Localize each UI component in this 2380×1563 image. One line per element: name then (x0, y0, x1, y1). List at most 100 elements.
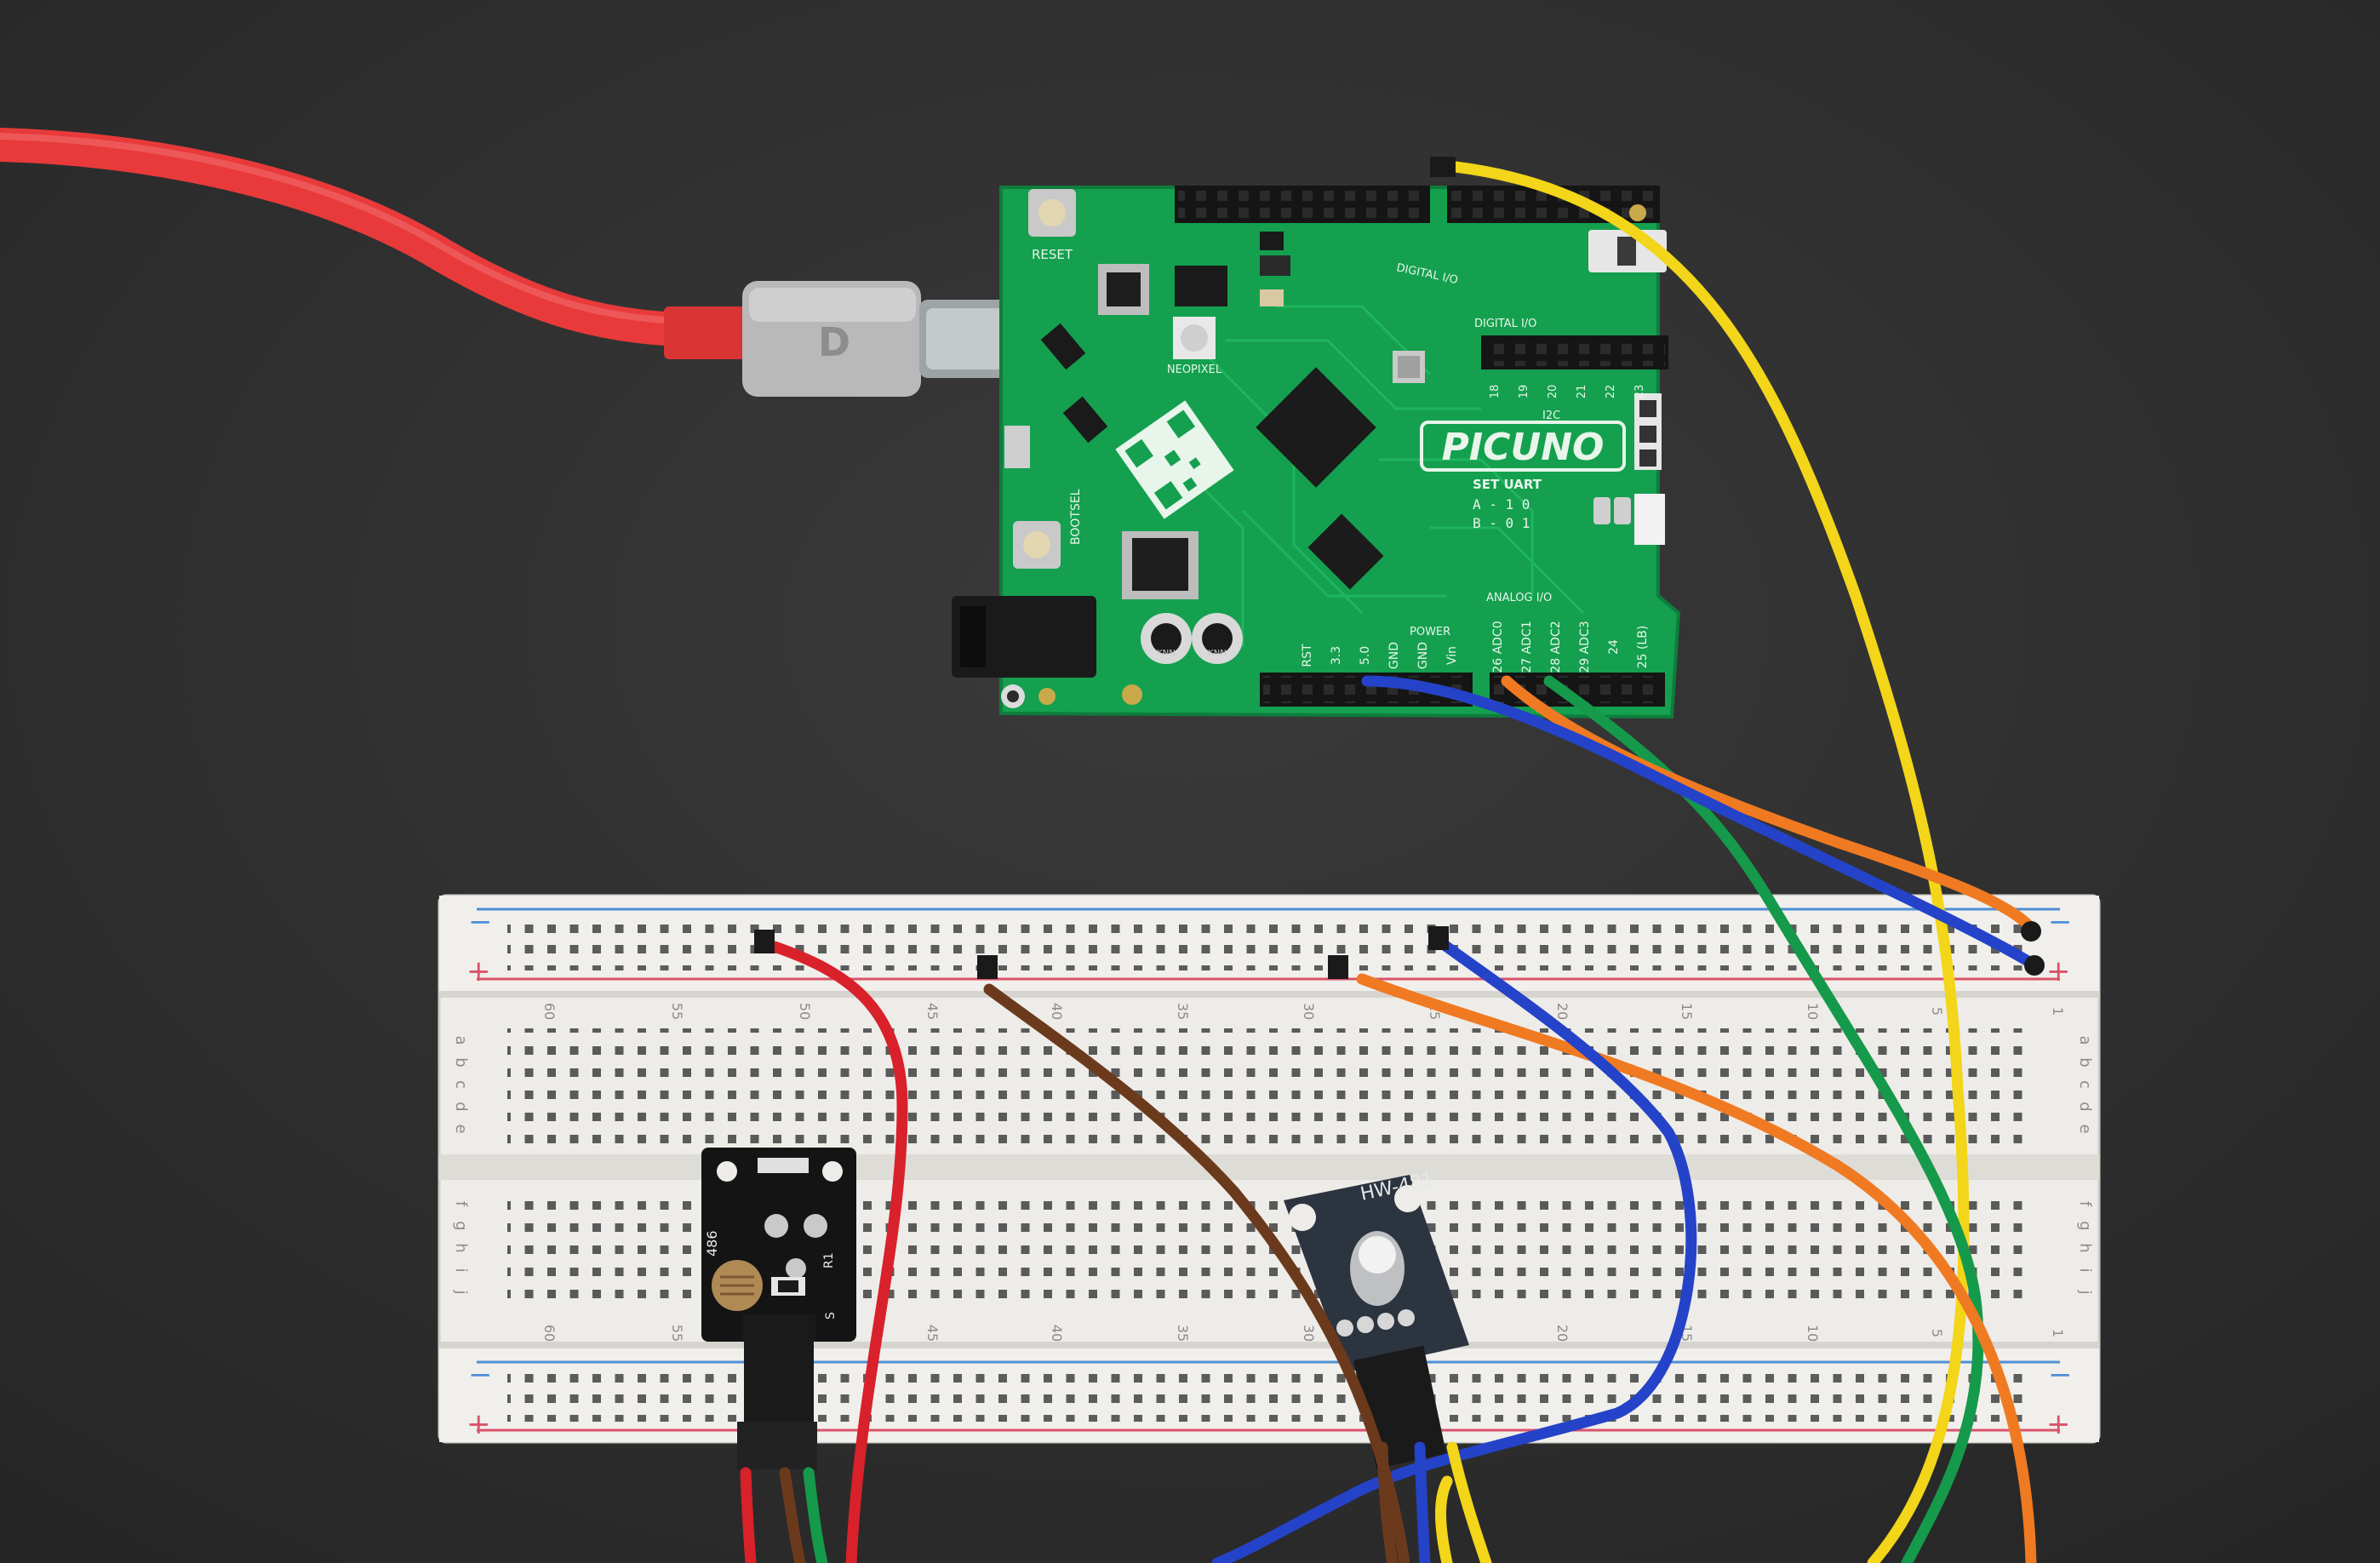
wire-yellow (1450, 161, 1970, 1563)
row-letter: b (452, 1057, 470, 1067)
digital-pin-label: 22 (1605, 385, 1617, 399)
row-letter: e (2076, 1124, 2094, 1133)
wire-red (769, 941, 908, 1563)
analog-io-label: ANALOG I/O (1486, 592, 1552, 604)
column-number: 1 (2050, 1007, 2066, 1016)
adc-pin-label: 27 ADC1 (1520, 621, 1534, 673)
jumper-wires (740, 157, 2045, 1563)
brand-label: PICUNO (1442, 426, 1605, 469)
power-pin-label: GND (1387, 642, 1401, 669)
column-number: 50 (797, 1003, 813, 1020)
power-pin-label: GND (1416, 642, 1430, 669)
row-letter: g (452, 1221, 470, 1230)
power-label: POWER (1410, 626, 1450, 638)
row-letter: f (2076, 1201, 2094, 1207)
column-number: 5 (1929, 1007, 1945, 1016)
svg-text:KNN: KNN (1208, 649, 1227, 658)
svg-text:−: − (468, 1358, 493, 1392)
column-number: 30 (1301, 1003, 1317, 1020)
digital-pin-labels: 18 19 20 21 22 23 (1489, 385, 1646, 399)
digital-pin-label: 19 (1518, 385, 1530, 399)
bootsel-label: BOOTSEL (1069, 489, 1083, 545)
row-letter: d (452, 1102, 470, 1111)
column-number: 40 (1049, 1003, 1065, 1020)
reset-label: RESET (1032, 247, 1073, 262)
column-number: 45 (924, 1003, 941, 1020)
brand-logo: PICUNO (1420, 421, 1626, 472)
column-number: 60 (541, 1325, 558, 1342)
adc-pin-label: 26 ADC0 (1491, 621, 1505, 673)
adc-pin-labels: 26 ADC0 27 ADC1 28 ADC2 29 ADC3 24 25 (LB) (1491, 621, 1650, 673)
row-letter: a (2076, 1035, 2094, 1045)
column-number: 55 (669, 1003, 685, 1020)
uart-a-label: A - 1 0 (1473, 496, 1530, 512)
column-number: 5 (1929, 1329, 1945, 1337)
digital-pin-label: 18 (1489, 385, 1502, 399)
power-pin-label: RST (1301, 644, 1314, 667)
row-letter: c (2076, 1080, 2094, 1089)
column-number: 10 (1805, 1325, 1821, 1342)
wire-blue (1361, 675, 2035, 968)
adc-pin-label: 24 (1607, 639, 1621, 655)
row-letter: i (452, 1268, 470, 1272)
column-number: 20 (1554, 1003, 1570, 1020)
qr-code (1115, 400, 1234, 519)
row-letter: j (452, 1289, 470, 1294)
digital-pin-label: 23 (1633, 385, 1646, 399)
uart-b-label: B - 0 1 (1473, 515, 1530, 531)
row-letter: h (2076, 1243, 2094, 1252)
row-letter: d (2076, 1102, 2094, 1111)
column-number: 20 (1554, 1325, 1570, 1342)
microcontroller-chip (1256, 367, 1376, 488)
ldr-sensor-module: 486 R1 S (701, 1148, 856, 1469)
column-number: 55 (669, 1325, 685, 1342)
row-letter: i (2076, 1268, 2094, 1272)
column-number: 60 (541, 1003, 558, 1020)
digital-pin-label: 21 (1576, 385, 1588, 399)
column-number: 1 (2050, 1329, 2066, 1337)
adc-pin-label: 25 (LB) (1636, 626, 1650, 669)
column-number: 45 (924, 1325, 941, 1342)
column-number: 40 (1049, 1325, 1065, 1342)
column-number: 35 (1175, 1325, 1191, 1342)
svg-text:−: − (2048, 905, 2073, 939)
power-pin-labels: RST 3.3 5.0 GND GND Vin (1301, 642, 1459, 669)
row-letter: g (2076, 1221, 2094, 1230)
column-number: 10 (1805, 1003, 1821, 1020)
set-uart-label: SET UART (1473, 477, 1542, 492)
bottom-power-rail: − + − + (439, 1348, 2099, 1442)
row-letter: j (2076, 1289, 2094, 1294)
column-number: 15 (1679, 1003, 1695, 1020)
row-letter: f (452, 1201, 470, 1207)
svg-text:−: − (468, 905, 493, 939)
svg-text:KNN: KNN (1157, 649, 1176, 658)
power-pin-label: 3.3 (1330, 646, 1343, 665)
row-letter: b (2076, 1057, 2094, 1067)
column-number: 30 (1301, 1325, 1317, 1342)
row-letter: c (452, 1080, 470, 1089)
picuno-board: RESET BOOTSEL KNN KNN NEOPIXEL (952, 186, 1681, 719)
column-number: 35 (1175, 1003, 1191, 1020)
svg-text:+: + (466, 954, 491, 988)
svg-text:+: + (466, 1407, 491, 1441)
ldr-r1-label: R1 (822, 1252, 836, 1268)
svg-text:+: + (2046, 954, 2071, 988)
adc-pin-label: 28 ADC2 (1549, 621, 1563, 673)
row-letter: h (452, 1243, 470, 1252)
digital-pin-label: 20 (1547, 385, 1559, 399)
i2c-label: I2C (1542, 409, 1560, 422)
row-letter: a (452, 1035, 470, 1045)
power-pin-label: 5.0 (1359, 646, 1372, 665)
svg-text:−: − (2048, 1358, 2073, 1392)
row-letter: e (452, 1124, 470, 1133)
dc-barrel-jack (952, 596, 1096, 678)
wire-orange (1501, 675, 2037, 934)
usb-cable: D (0, 128, 1020, 397)
power-pin-label: Vin (1445, 646, 1459, 665)
cable-brand-logo: D (818, 319, 850, 365)
digital-io-label: DIGITAL I/O (1474, 318, 1536, 330)
adc-pin-label: 29 ADC3 (1578, 621, 1592, 673)
ldr-model-label: 486 (704, 1230, 720, 1257)
wire-brown (983, 983, 1410, 1563)
